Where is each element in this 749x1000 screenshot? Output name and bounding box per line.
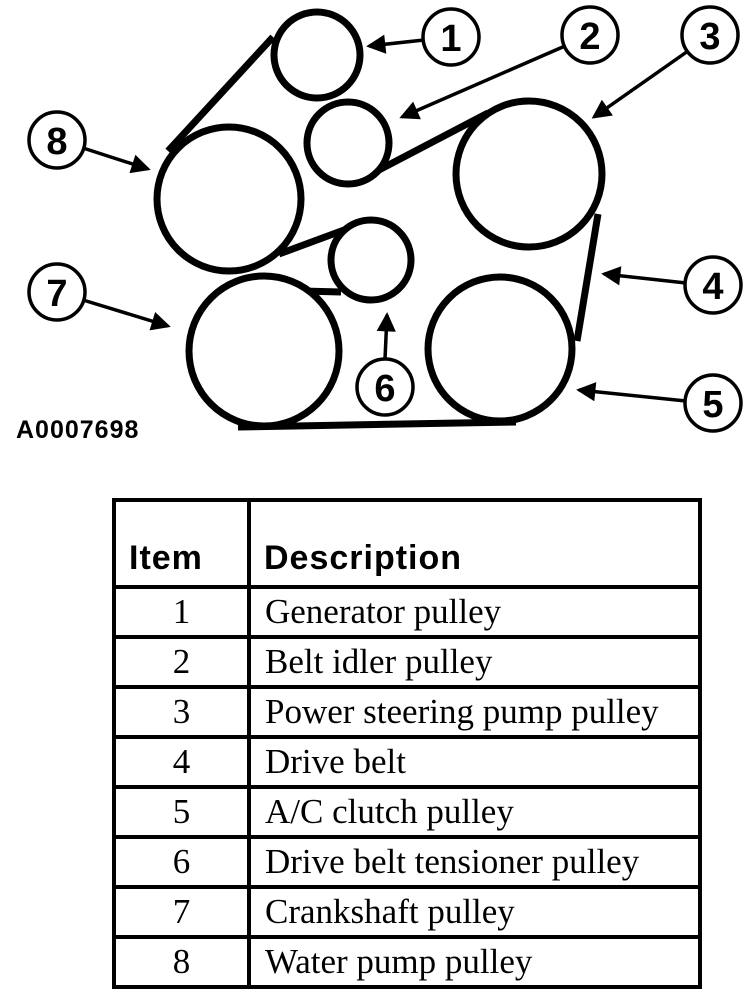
description-cell: Crankshaft pulley xyxy=(247,885,702,939)
callout-7-number: 7 xyxy=(46,273,67,315)
table-row: 7 Crankshaft pulley xyxy=(112,885,702,939)
legend-table-wrap: Item Description 1 Generator pulley 2 Be… xyxy=(112,498,702,989)
callout-5: 5 xyxy=(576,373,743,433)
legend-table: Item Description 1 Generator pulley 2 Be… xyxy=(112,498,702,989)
callout-5-number: 5 xyxy=(702,384,723,426)
callout-6-number: 6 xyxy=(374,368,395,410)
pulley-power-steering-pump xyxy=(452,97,606,251)
item-cell: 1 xyxy=(112,585,251,639)
callout-5-arrow xyxy=(576,382,687,403)
pulley-crankshaft xyxy=(185,272,343,430)
callout-1-number: 1 xyxy=(440,18,461,60)
item-column-header: Item xyxy=(112,498,251,589)
callout-4-arrow xyxy=(601,266,687,286)
description-cell: Power steering pump pulley xyxy=(247,685,702,739)
pulley-drive-belt-tensioner xyxy=(327,216,415,304)
callout-3-arrow xyxy=(591,49,690,119)
pulley-generator xyxy=(270,8,364,102)
description-cell: Drive belt xyxy=(247,735,702,789)
callout-8-number: 8 xyxy=(46,121,67,163)
item-cell: 7 xyxy=(112,885,251,939)
callout-3-number: 3 xyxy=(699,16,720,58)
belt-segment-tensioner-waterpump xyxy=(277,226,346,258)
pulley-belt-idler xyxy=(303,98,393,188)
legend-table-head: Item Description xyxy=(112,498,702,589)
pulley-water-pump xyxy=(153,123,305,275)
callout-2-number: 2 xyxy=(579,16,600,58)
callout-6: 6 xyxy=(355,312,415,417)
table-row: 1 Generator pulley xyxy=(112,585,702,639)
item-cell: 3 xyxy=(112,685,251,739)
callout-1: 1 xyxy=(366,7,481,67)
belt-segment-powersteering-ac xyxy=(573,213,602,342)
description-cell: Drive belt tensioner pulley xyxy=(247,835,702,889)
callout-4-circle xyxy=(683,255,743,315)
callout-8: 8 xyxy=(27,110,151,174)
callout-7-arrow xyxy=(82,298,171,331)
header-row: Item Description xyxy=(112,498,702,589)
callout-1-arrow xyxy=(366,34,425,54)
belt-segment-waterpump-generator xyxy=(165,34,276,154)
description-column-header: Description xyxy=(247,498,702,589)
callout-2-arrow xyxy=(399,44,566,120)
item-cell: 4 xyxy=(112,735,251,789)
callout-3-circle xyxy=(680,5,740,65)
callout-8-circle xyxy=(27,110,87,170)
description-cell: A/C clutch pulley xyxy=(247,785,702,839)
callout-3: 3 xyxy=(591,5,740,119)
callout-8-arrow xyxy=(82,146,151,174)
description-cell: Generator pulley xyxy=(247,585,702,639)
belt-routing-svg: 1 2 3 4 5 6 7 xyxy=(16,5,743,444)
description-cell: Belt idler pulley xyxy=(247,635,702,689)
item-cell: 8 xyxy=(112,935,251,989)
item-cell: 5 xyxy=(112,785,251,839)
legend-table-body: 1 Generator pulley 2 Belt idler pulley 3… xyxy=(112,585,702,989)
item-cell: 6 xyxy=(112,835,251,889)
description-cell: Water pump pulley xyxy=(247,935,702,989)
table-row: 2 Belt idler pulley xyxy=(112,635,702,689)
callout-7: 7 xyxy=(27,262,171,331)
belt-segment-idler-powersteering xyxy=(375,109,490,175)
callout-5-circle xyxy=(683,373,743,433)
pulleys xyxy=(153,8,606,430)
callout-6-circle xyxy=(355,357,415,417)
callout-2-circle xyxy=(560,5,620,65)
callout-1-circle xyxy=(421,7,481,67)
callout-2: 2 xyxy=(399,5,620,120)
pulley-ac-clutch xyxy=(424,273,576,425)
belt-routing-diagram: 1 2 3 4 5 6 7 xyxy=(0,0,749,462)
table-row: 6 Drive belt tensioner pulley xyxy=(112,835,702,889)
callout-7-circle xyxy=(27,262,87,322)
callout-6-arrow xyxy=(376,312,396,360)
callout-4-number: 4 xyxy=(702,266,723,308)
table-row: 8 Water pump pulley xyxy=(112,935,702,989)
table-row: 3 Power steering pump pulley xyxy=(112,685,702,739)
callout-4: 4 xyxy=(601,255,743,315)
item-cell: 2 xyxy=(112,635,251,689)
figure-code: A0007698 xyxy=(16,416,139,444)
table-row: 5 A/C clutch pulley xyxy=(112,785,702,839)
table-row: 4 Drive belt xyxy=(112,735,702,789)
